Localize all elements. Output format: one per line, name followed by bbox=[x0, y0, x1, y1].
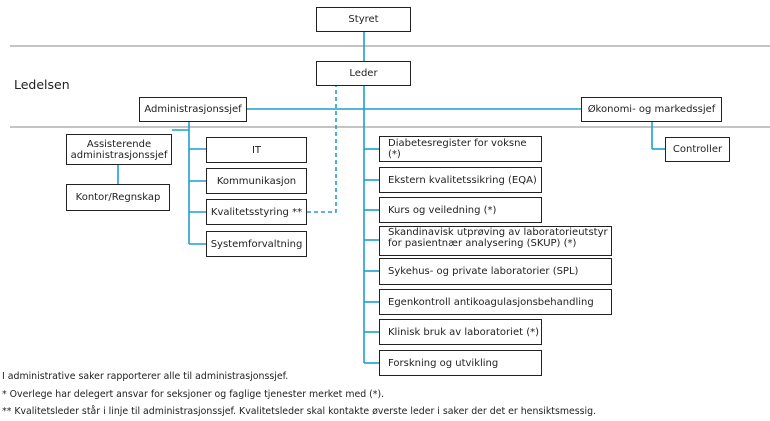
unit-diabetesregister: Diabetesregister for voksne (*) bbox=[379, 136, 542, 162]
node-kontor-regnskap: Kontor/Regnskap bbox=[66, 184, 170, 211]
assist-line-2: administrasjonssjef bbox=[70, 149, 168, 161]
node-okonomi-markedssjef: Økonomi- og markedssjef bbox=[581, 97, 722, 122]
skup-line-1: Skandinavisk utprøving av laboratorieuts… bbox=[388, 227, 608, 238]
unit-forskning-utvikling: Forskning og utvikling bbox=[379, 350, 542, 376]
node-it: IT bbox=[206, 137, 307, 163]
unit-ekstern-kvalitetssikring: Ekstern kvalitetssikring (EQA) bbox=[379, 167, 542, 193]
node-kvalitetsstyring: Kvalitetsstyring ** bbox=[206, 199, 307, 225]
footnote-overlege: * Overlege har delegert ansvar for seksj… bbox=[2, 389, 385, 400]
node-controller: Controller bbox=[665, 137, 730, 162]
node-assisterende-administrasjonssjef: Assisterende administrasjonssjef bbox=[66, 134, 172, 165]
unit-klinisk-bruk: Klinisk bruk av laboratoriet (*) bbox=[379, 319, 542, 345]
node-administrasjonssjef: Administrasjonssjef bbox=[139, 97, 247, 122]
unit-spl: Sykehus- og private laboratorier (SPL) bbox=[379, 258, 612, 285]
assist-line-1: Assisterende bbox=[86, 138, 152, 150]
node-systemforvaltning: Systemforvaltning bbox=[206, 231, 307, 257]
footnote-administrative: I administrative saker rapporterer alle … bbox=[2, 371, 289, 382]
footnote-kvalitetsleder: ** Kvalitetsleder står i linje til admin… bbox=[2, 406, 597, 417]
node-leder: Leder bbox=[316, 61, 411, 86]
unit-egenkontroll: Egenkontroll antikoagulasjonsbehandling bbox=[379, 289, 612, 315]
unit-skup: Skandinavisk utprøving av laboratorieuts… bbox=[379, 226, 612, 256]
node-kommunikasjon: Kommunikasjon bbox=[206, 168, 307, 194]
skup-line-2: for pasientnær analysering (SKUP) (*) bbox=[388, 238, 577, 249]
node-styret: Styret bbox=[316, 7, 411, 32]
section-label-ledelsen: Ledelsen bbox=[14, 77, 70, 92]
dashed-connector-kvalitet-leder bbox=[307, 85, 337, 213]
unit-kurs-veiledning: Kurs og veiledning (*) bbox=[379, 197, 542, 223]
